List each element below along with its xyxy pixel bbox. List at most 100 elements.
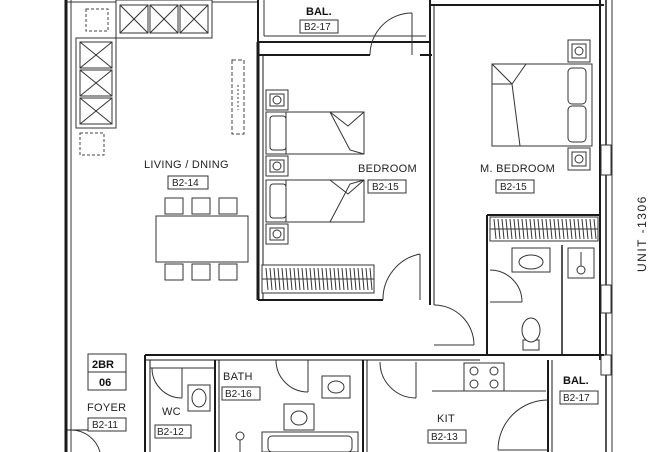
bath: BATH B2-16 (221, 359, 359, 452)
toilet-icon (521, 317, 541, 351)
washbasin-icon (187, 384, 211, 412)
hanger-mark (525, 218, 529, 240)
living-code: B2-14 (172, 178, 199, 189)
hanger-mark (345, 267, 349, 291)
foyer-code: B2-11 (92, 420, 118, 431)
balcony-kit-code: B2-17 (563, 393, 590, 404)
walls (64, 0, 613, 452)
hanger-mark (329, 267, 333, 291)
hanger-mark (533, 218, 537, 240)
hanger-mark (581, 218, 585, 240)
nightstand-icon (567, 147, 591, 171)
hanger-mark (365, 267, 369, 291)
sofa-icon (115, 0, 213, 39)
balcony-top: BAL. B2-17 (299, 6, 413, 56)
master-bedroom-name: M. BEDROOM (480, 163, 555, 175)
hanger-mark (333, 267, 337, 291)
living-name: LIVING / DNING (144, 159, 229, 171)
hanger-mark (529, 218, 533, 240)
hanger-mark (557, 218, 561, 240)
hanger-mark (285, 267, 289, 291)
hanger-mark (509, 218, 513, 240)
balcony-kit-name: BAL. (563, 375, 589, 387)
washbasin-icon (511, 247, 551, 273)
bath-code: B2-16 (225, 389, 252, 400)
hanger-mark (513, 218, 517, 240)
hanger-mark (537, 218, 541, 240)
side-sofa-icon (75, 37, 117, 129)
hanger-mark (497, 218, 501, 240)
shower-icon (567, 247, 595, 279)
hanger-mark (569, 218, 573, 240)
wc-name: WC (162, 406, 181, 418)
wardrobe-hangers (265, 267, 373, 291)
master-bedroom: M. BEDROOM B2-15 (433, 39, 599, 351)
hanger-mark (361, 267, 365, 291)
nightstand-icon (265, 223, 289, 245)
hanger-mark (565, 218, 569, 240)
hanger-mark (289, 267, 293, 291)
hanger-mark (589, 218, 593, 240)
kitchen-code: B2-13 (431, 432, 458, 443)
stove-icon (463, 362, 505, 392)
hanger-mark (517, 218, 521, 240)
hanger-mark (357, 267, 361, 291)
nightstand-icon (567, 39, 591, 63)
bath-name: BATH (223, 371, 253, 383)
hanger-mark (317, 267, 321, 291)
hanger-mark (325, 267, 329, 291)
hanger-mark (297, 267, 301, 291)
hanger-mark (493, 218, 497, 240)
foyer: FOYER B2-11 (70, 402, 127, 452)
master-bedroom-code: B2-15 (500, 182, 527, 193)
hanger-mark (269, 267, 273, 291)
bathtub-icon (261, 431, 359, 452)
hanger-mark (337, 267, 341, 291)
hanger-mark (501, 218, 505, 240)
kitchen: KIT B2-13 (379, 361, 549, 451)
type-tag-line2: 06 (99, 377, 111, 389)
hanger-mark (561, 218, 565, 240)
hanger-mark (349, 267, 353, 291)
hanger-mark (585, 218, 589, 240)
living-room: LIVING / DNING B2-14 (75, 0, 249, 281)
dining-table-icon (155, 197, 249, 281)
bed-icon (265, 179, 365, 223)
balcony-kitchen: BAL. B2-17 (559, 375, 599, 405)
balcony-top-code: B2-17 (304, 22, 331, 33)
hanger-mark (341, 267, 345, 291)
hanger-mark (277, 267, 281, 291)
hanger-mark (369, 267, 373, 291)
hanger-mark (309, 267, 313, 291)
unit-label: UNIT -1306 (635, 195, 649, 272)
hanger-mark (577, 218, 581, 240)
hanger-mark (321, 267, 325, 291)
type-tag-line1: 2BR (92, 359, 114, 371)
washbasin-icon (283, 403, 315, 431)
hanger-mark (573, 218, 577, 240)
hanger-mark (313, 267, 317, 291)
nightstand-icon (265, 155, 289, 177)
hanger-mark (545, 218, 549, 240)
hanger-mark (273, 267, 277, 291)
wardrobe-hangers (493, 218, 597, 240)
unit-type-tag: 2BR 06 (87, 353, 127, 391)
hanger-mark (301, 267, 305, 291)
hanger-mark (505, 218, 509, 240)
hanger-mark (549, 218, 553, 240)
nightstand-icon (265, 89, 289, 111)
balcony-top-name: BAL. (306, 6, 332, 18)
bedroom-name: BEDROOM (358, 163, 417, 175)
hanger-mark (281, 267, 285, 291)
hanger-mark (293, 267, 297, 291)
hanger-mark (593, 218, 597, 240)
hanger-mark (265, 267, 269, 291)
bed-icon (265, 111, 365, 155)
hanger-mark (353, 267, 357, 291)
bed-icon (491, 63, 593, 147)
hanger-mark (305, 267, 309, 291)
foyer-name: FOYER (87, 402, 126, 414)
hanger-mark (553, 218, 557, 240)
toilet-icon (321, 375, 351, 399)
